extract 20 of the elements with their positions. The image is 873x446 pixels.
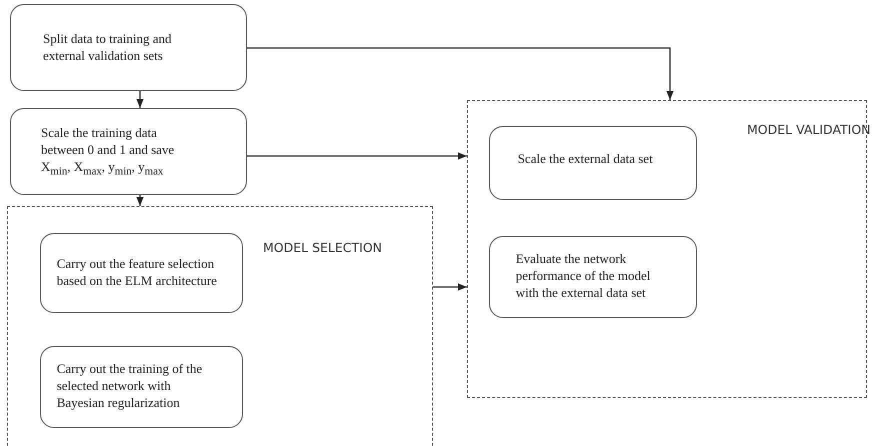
arrow [247,152,467,160]
process-box [40,346,243,428]
step-text: Carry out the training of the selected network with Bayesian regularization [56,361,204,412]
step-text: Evaluate the network performance of the model with the external data set [516,251,652,302]
process-box [488,236,697,318]
group-title: MODEL SELECTION [263,240,382,255]
dashed-group-frame [7,206,433,446]
step-text: Scale the external data set [518,150,653,168]
group-title: MODEL VALIDATION [747,122,871,137]
process-box [10,4,247,91]
process-box [40,232,243,313]
step-text: Split data to training and external validation sets [43,30,173,64]
step-text: Scale the training data between 0 and 1 and save X$_{min}$, X$_{max}$, y$_{min}$, y$_{max}$ [41,124,176,178]
process-box [488,126,697,200]
arrow [433,283,467,291]
process-box [10,108,247,195]
arrow [136,195,144,206]
arrow [136,91,144,108]
arrow [247,47,674,100]
step-text: Carry out the feature selection based on the ELM architecture [56,256,218,290]
